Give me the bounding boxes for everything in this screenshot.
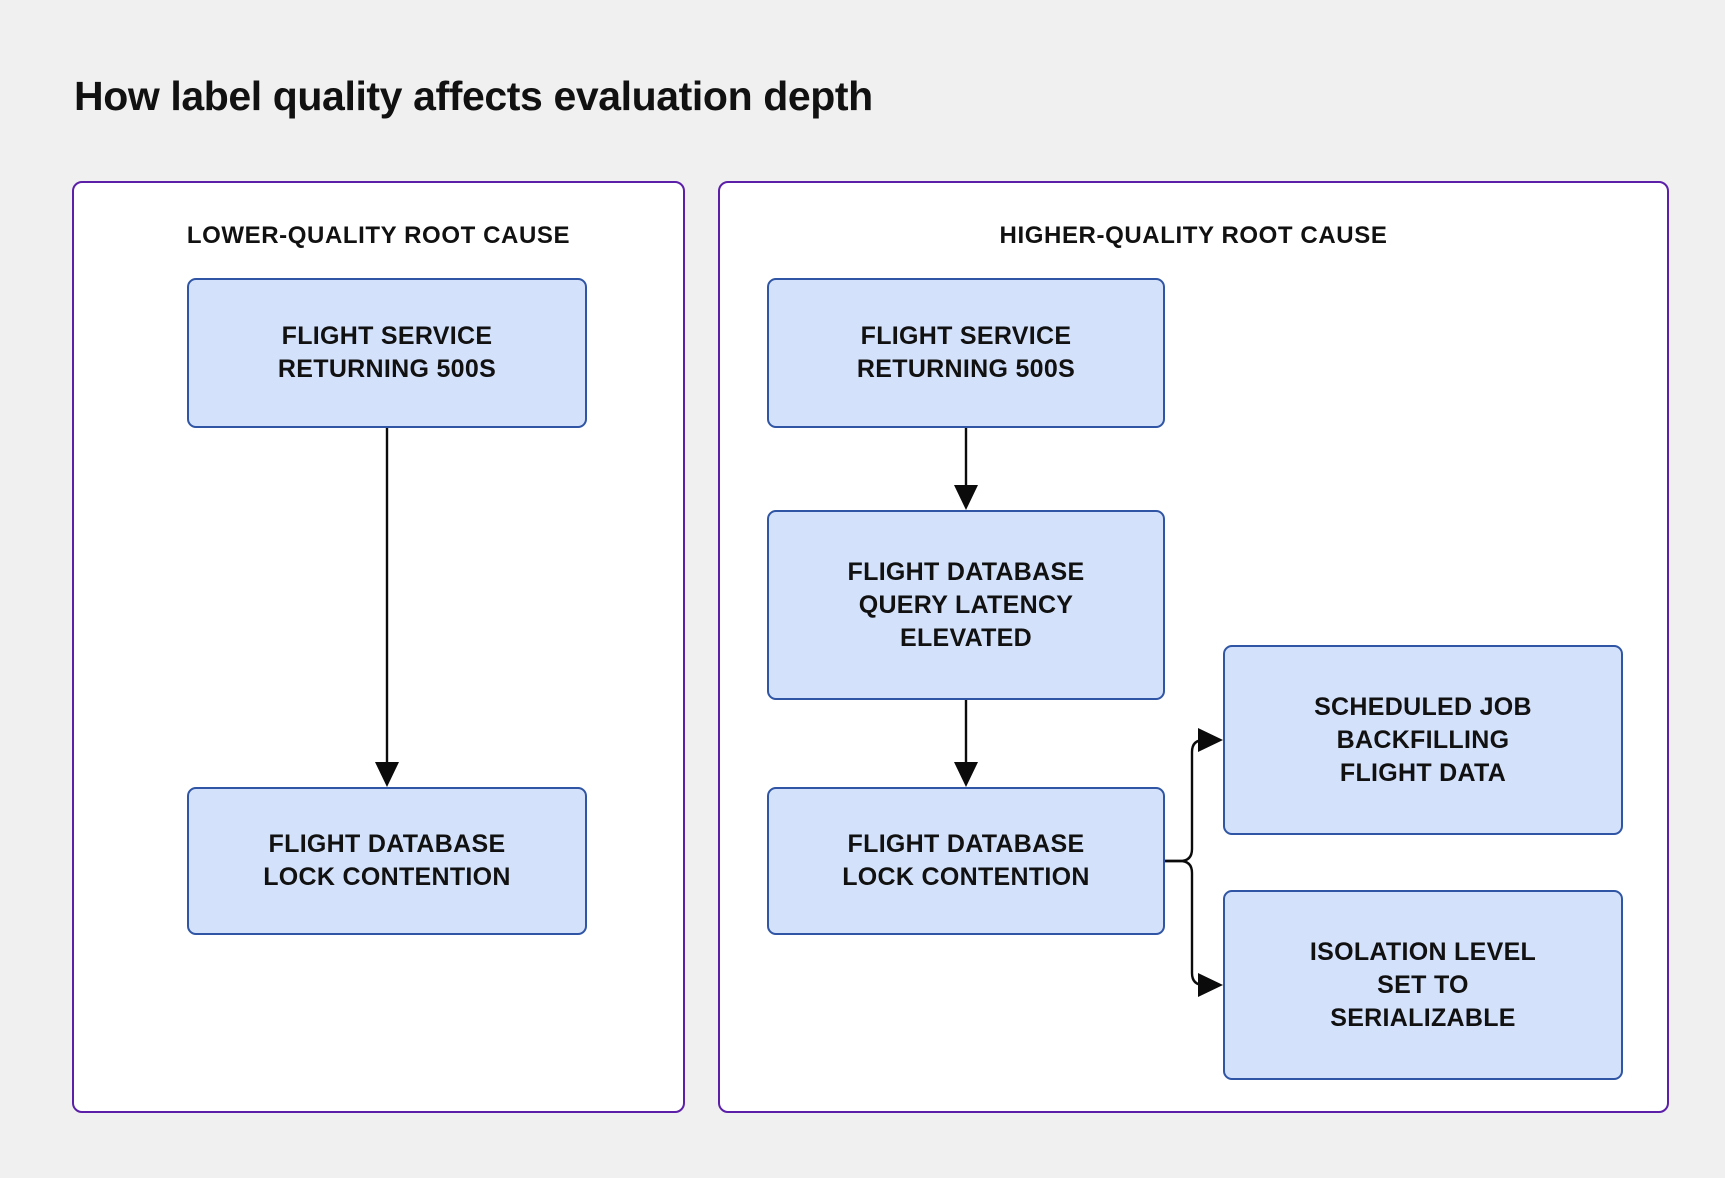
panel-header-higher-quality: HIGHER-QUALITY ROOT CAUSE [999,222,1388,249]
page-title: How label quality affects evaluation dep… [74,73,873,119]
panel-header-lower-quality: LOWER-QUALITY ROOT CAUSE [186,222,571,249]
